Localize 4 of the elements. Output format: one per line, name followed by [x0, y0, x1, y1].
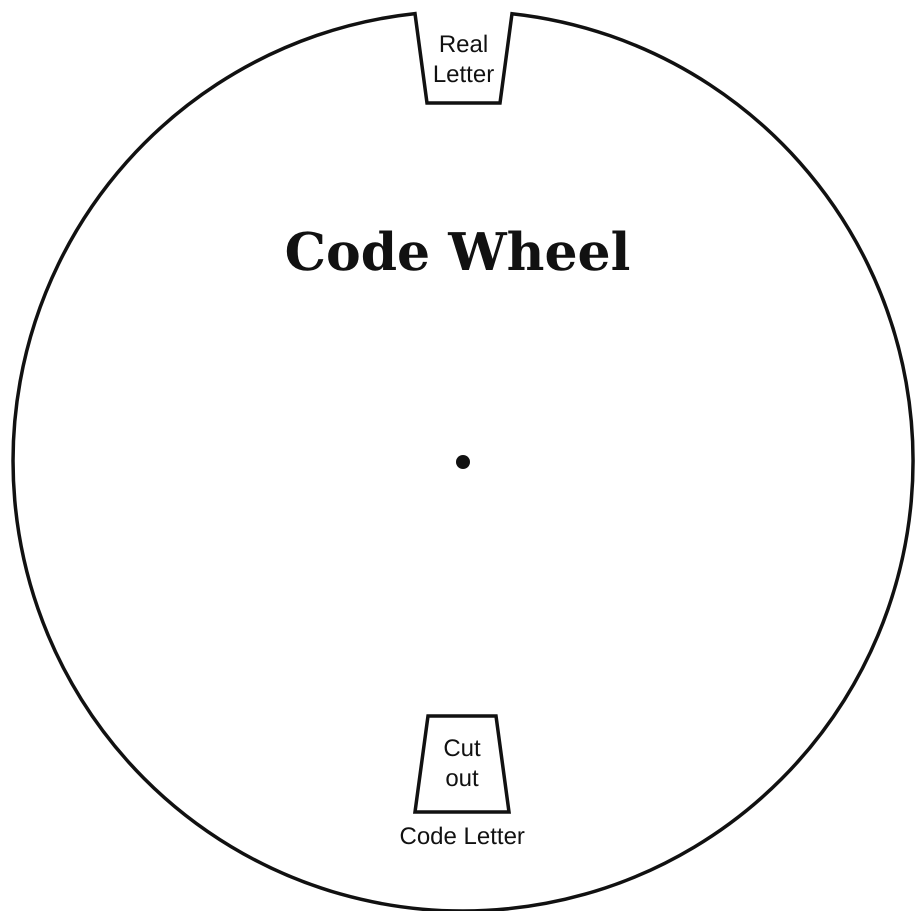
notch-label: Real Letter: [432, 30, 496, 90]
node-label: Code Letter: [400, 822, 525, 852]
title: Code Wheel: [284, 222, 630, 283]
cutout-label: Cut out: [442, 734, 482, 794]
